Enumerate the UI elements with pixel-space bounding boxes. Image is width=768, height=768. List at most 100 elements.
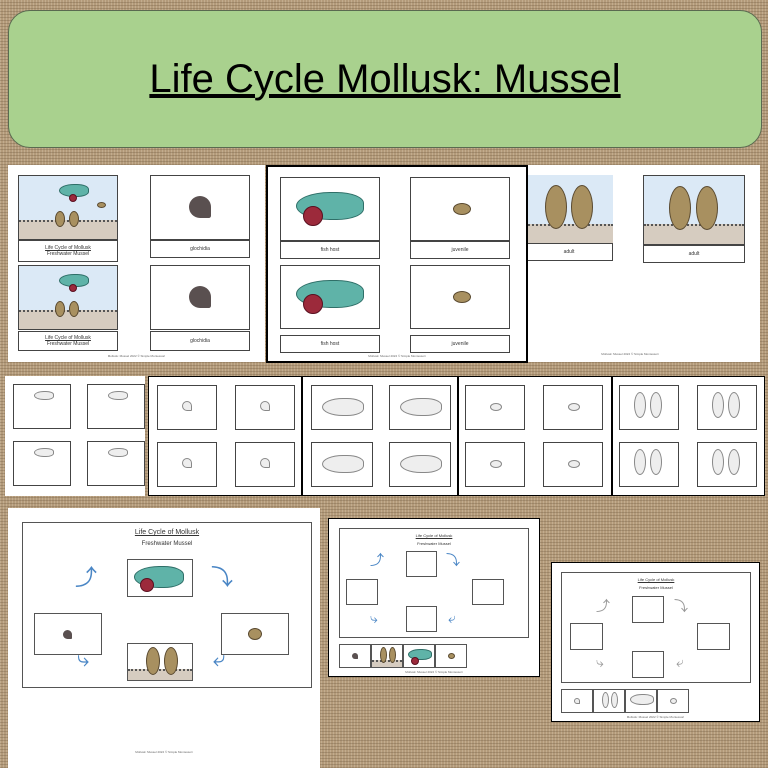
empty-stage-box[interactable] (632, 596, 664, 623)
illustration-part (322, 398, 364, 416)
footer: Mollusk: Mussel 2022 © Simple Montessori (405, 670, 463, 674)
illustration-part (543, 442, 603, 487)
illustration-part (189, 286, 211, 308)
illustration-part (34, 391, 54, 400)
adult-picture-card (643, 175, 745, 245)
juvenile-label: juvenile (410, 335, 510, 353)
sheet-life-cycle-bw: Life Cycle of Mollusk Freshwater Mussel … (551, 562, 760, 722)
illustration-part (669, 186, 691, 230)
illustration-part (568, 403, 580, 411)
illustration-part (568, 460, 580, 468)
illustration-part (696, 186, 718, 230)
fish-host-picture-card (280, 265, 380, 329)
illustration-part (697, 442, 757, 487)
illustration-part (372, 660, 402, 667)
empty-stage-box[interactable] (406, 551, 437, 577)
cycle-subtitle: Freshwater Mussel (639, 585, 673, 590)
illustration-part (311, 385, 373, 430)
cycle-arrow-icon: ⤷ (77, 646, 90, 671)
sheet-life-cycle-color: Life Cycle of Mollusk Freshwater Mussel … (8, 508, 320, 768)
cycle-arrow-icon: ⤷ (596, 654, 604, 670)
cycle-arrow-icon: ⤵ (446, 552, 460, 568)
illustration-part (465, 385, 525, 430)
illustration-part (157, 442, 217, 487)
cutout-fish-host[interactable] (625, 689, 657, 713)
title-picture-card (18, 265, 118, 330)
illustration-part (128, 669, 192, 680)
cycle-arrow-icon: ⤶ (213, 646, 226, 671)
cycle-arrow-icon: ⤷ (370, 610, 378, 626)
illustration-part (571, 185, 593, 229)
glochidia-stage (34, 613, 102, 655)
empty-stage-box[interactable] (632, 651, 664, 678)
illustration-part (352, 653, 358, 659)
juvenile-label: juvenile (410, 241, 510, 259)
glochidia-label: glochidia (150, 331, 250, 351)
cycle-arrow-icon: ⤶ (448, 610, 456, 626)
illustration-part (619, 385, 679, 430)
juvenile-picture-card (410, 177, 510, 241)
illustration-part (108, 391, 128, 400)
sheet-adult-cards: adult adult Mollusk: Mussel 2022 © Simpl… (500, 165, 760, 362)
life-cycle-frame: Life Cycle of Mollusk Freshwater Mussel … (339, 528, 529, 638)
cycle-arrow-icon: ⤴ (596, 598, 610, 614)
illustration-part (87, 441, 145, 486)
cutout-glochidia[interactable] (339, 644, 371, 668)
illustration-part (650, 392, 662, 418)
illustration-part (400, 455, 442, 473)
cutout-juvenile[interactable] (435, 644, 467, 668)
illustration-part (69, 211, 79, 227)
cycle-subtitle: Freshwater Mussel (417, 541, 451, 546)
illustration-part (465, 442, 525, 487)
illustration-part (322, 455, 364, 473)
life-cycle-frame: Life Cycle of Mollusk Freshwater Mussel … (22, 522, 312, 688)
fish-host-label: fish host (280, 241, 380, 259)
illustration-part (34, 448, 54, 457)
empty-stage-box[interactable] (346, 579, 378, 605)
footer: Mollusk: Mussel 2022 © Simple Montessori (135, 750, 193, 754)
life-cycle-frame: Life Cycle of Mollusk Freshwater Mussel … (561, 572, 751, 683)
page-title: Life Cycle Mollusk: Mussel (149, 56, 621, 101)
juvenile-picture-card (410, 265, 510, 329)
illustration-part (453, 203, 471, 215)
cycle-arrow-icon: ⤶ (676, 654, 684, 670)
cycle-title: Life Cycle of Mollusk (415, 533, 453, 538)
empty-stage-box[interactable] (570, 623, 603, 650)
illustration-part (400, 398, 442, 416)
illustration-part (574, 698, 580, 704)
cutout-juvenile[interactable] (657, 689, 689, 713)
glochidia-picture-card (150, 175, 250, 240)
illustration-part (55, 211, 65, 227)
illustration-part (260, 458, 270, 468)
label-text: Life Cycle of Mollusk (45, 335, 91, 341)
illustration-part (235, 385, 295, 430)
cutout-adult[interactable] (593, 689, 625, 713)
illustration-part (602, 692, 609, 708)
empty-stage-box[interactable] (472, 579, 504, 605)
cutout-adult[interactable] (371, 644, 403, 668)
cutout-glochidia[interactable] (561, 689, 593, 713)
sheet-fish-juvenile-cards: fish host juvenile fish host juvenile Mo… (266, 165, 528, 363)
cutout-fish-host[interactable] (403, 644, 435, 668)
glochidia-picture-card (150, 265, 250, 330)
glochidia-label: glochidia (150, 240, 250, 258)
adult-picture-card (525, 175, 613, 245)
illustration-part (630, 694, 654, 705)
fish-host-label: fish host (280, 335, 380, 353)
illustration-part (644, 223, 744, 244)
title-picture-card (18, 175, 118, 240)
illustration-part (157, 385, 217, 430)
empty-stage-box[interactable] (697, 623, 730, 650)
cycle-arrow-icon: ⤴ (75, 565, 98, 590)
footer: Mollusk: Mussel 2022 © Simple Montessori (626, 715, 685, 719)
illustration-part (303, 294, 323, 314)
illustration-part (408, 649, 432, 660)
illustration-part (619, 442, 679, 487)
empty-stage-box[interactable] (406, 606, 437, 632)
illustration-part (69, 284, 77, 292)
fish-host-stage (127, 559, 193, 597)
label-text: Freshwater Mussel (46, 251, 90, 257)
label-text: Freshwater Mussel (46, 341, 90, 347)
